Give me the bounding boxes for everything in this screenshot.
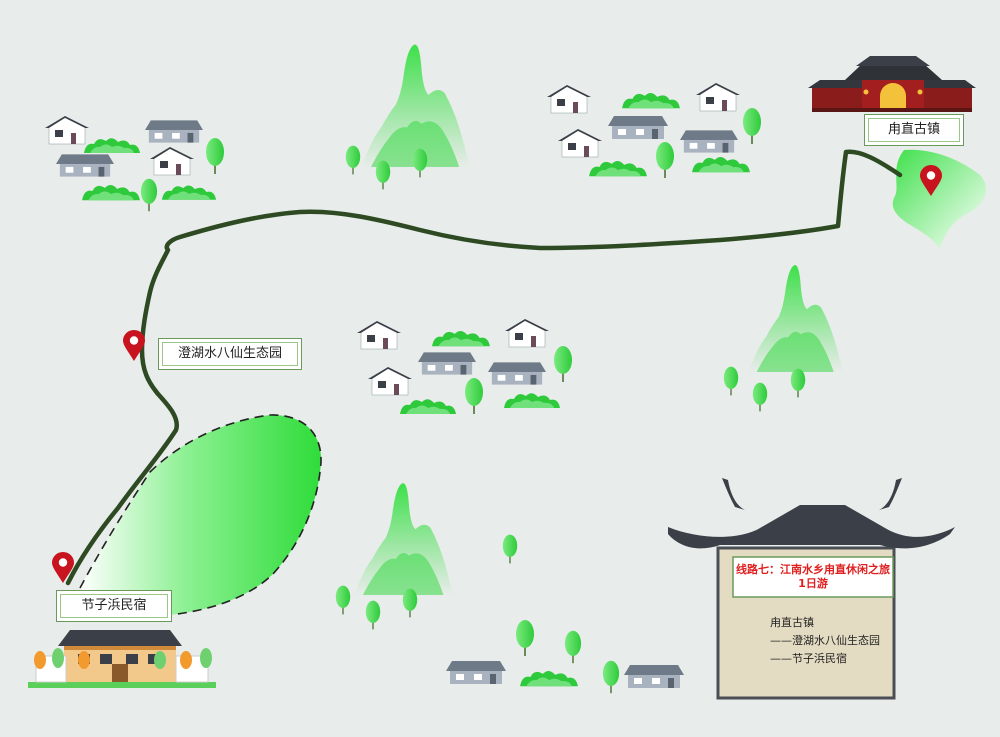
bush-icon: [589, 161, 647, 177]
tree-icon: [465, 378, 483, 414]
tree-icon: [502, 534, 518, 564]
tree-icon: [743, 108, 761, 144]
pavilion-roof-icon: [668, 505, 955, 549]
house-icon: [45, 115, 90, 145]
legend-stop-2: ——澄湖水八仙生态园: [770, 634, 880, 647]
tree-icon: [554, 346, 572, 382]
legend-board: [668, 478, 955, 700]
village-middle: [357, 318, 572, 414]
route-line: [65, 149, 903, 586]
tree-icon: [206, 138, 224, 174]
mountain-icon: [354, 483, 454, 595]
village-bottom: [446, 620, 684, 694]
house-icon: [608, 116, 668, 139]
tree-icon: [412, 148, 428, 178]
lake-area: [79, 414, 322, 618]
house-icon: [446, 661, 506, 684]
mountain-icon: [362, 44, 470, 168]
bush-icon: [622, 93, 680, 109]
bush-icon: [432, 331, 490, 347]
place-label-text: 甪直古镇: [887, 122, 940, 137]
tree-icon: [656, 142, 674, 178]
tree-icon: [752, 382, 768, 412]
house-icon: [418, 352, 476, 375]
place-label-text: 澄湖水八仙生态园: [177, 346, 282, 361]
village-top-middle: [547, 82, 761, 178]
legend-stop-1: 甪直古镇: [770, 616, 814, 629]
house-icon: [624, 665, 684, 688]
tree-icon: [516, 620, 534, 656]
place-label-inn[interactable]: 节子浜民宿: [56, 590, 172, 622]
island-area: [892, 149, 987, 248]
house-icon: [368, 366, 413, 396]
place-label-text: 节子浜民宿: [81, 598, 147, 613]
tree-icon: [402, 588, 418, 618]
bush-icon: [400, 399, 456, 414]
tree-icon: [602, 660, 620, 694]
mountain-icon: [748, 265, 844, 372]
tree-icon: [375, 160, 391, 190]
house-icon: [680, 130, 738, 153]
legend-title-line2: 1日游: [798, 577, 828, 590]
bush-icon: [504, 393, 560, 408]
house-icon: [505, 318, 550, 348]
bush-icon: [82, 185, 140, 201]
tree-icon: [335, 585, 351, 615]
tree-icon: [564, 630, 582, 664]
bush-icon: [84, 138, 140, 153]
house-icon: [150, 146, 195, 176]
bush-icon: [161, 185, 217, 200]
tree-icon: [345, 145, 361, 175]
legend-stop-3: ——节子浜民宿: [770, 652, 847, 665]
tree-icon: [365, 600, 381, 630]
house-icon: [488, 362, 546, 385]
house-icon: [145, 120, 203, 143]
house-icon: [357, 320, 402, 350]
place-label-zhenzhi[interactable]: 甪直古镇: [864, 114, 964, 146]
inn-building-icon: [28, 630, 216, 688]
tree-icon: [140, 178, 158, 212]
house-icon: [696, 82, 741, 112]
tree-icon: [723, 366, 739, 396]
town-gate-icon: [808, 56, 976, 112]
house-icon: [547, 84, 592, 114]
legend-title-line1: 线路七：江南水乡甪直休闲之旅: [736, 563, 890, 576]
village-top-left: [45, 115, 224, 212]
house-icon: [558, 128, 603, 158]
place-label-park[interactable]: 澄湖水八仙生态园: [158, 338, 302, 370]
house-icon: [56, 154, 114, 177]
bush-icon: [692, 157, 750, 173]
bush-icon: [520, 671, 578, 687]
tree-icon: [790, 368, 806, 398]
